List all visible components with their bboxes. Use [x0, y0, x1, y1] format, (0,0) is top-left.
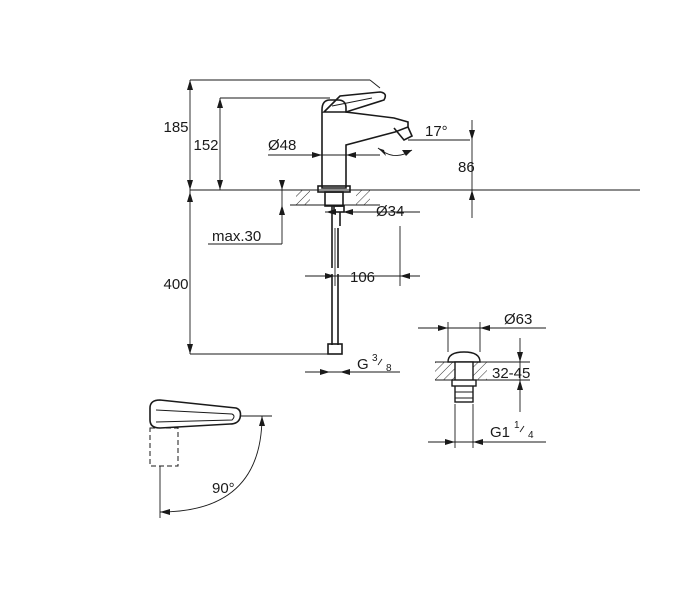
hose-connector — [327, 343, 343, 355]
rotation-arc — [159, 415, 263, 513]
frac-slash-g114 — [519, 425, 525, 433]
arrow-63-left — [438, 325, 448, 331]
arrow-g114-right — [473, 439, 483, 445]
label-63: Ø63 — [504, 311, 532, 328]
spout-dimensions: 17° 86 — [377, 120, 475, 218]
arrow-400-bottom — [187, 344, 193, 354]
label-g114-main: G1 — [490, 424, 510, 441]
arrow-63-right — [480, 325, 490, 331]
arrow-152-top — [217, 98, 223, 108]
waste-plug-cap — [447, 351, 481, 363]
arrow-g38-right — [340, 369, 350, 375]
ext-line-185-tip — [369, 79, 381, 89]
body-dimensions: Ø48 Ø34 106 G 3 8 — [268, 137, 420, 375]
label-17: 17° — [425, 123, 448, 140]
arrow-106-right — [400, 273, 410, 279]
arrow-max30-bottom — [279, 205, 285, 215]
arrow-34-right — [343, 209, 353, 215]
label-106: 106 — [350, 269, 375, 286]
arrow-max30-top — [279, 180, 285, 190]
faucet-lever — [322, 91, 387, 113]
label-g114-num: 1 — [514, 420, 520, 431]
body-top-outline — [149, 427, 179, 467]
label-400: 400 — [163, 276, 188, 293]
arrow-106-left — [325, 273, 335, 279]
arrow-86-bottom — [469, 190, 475, 200]
arrow-3245-top — [517, 352, 523, 362]
arrow-86-top — [469, 130, 475, 140]
lever-top-inner — [155, 409, 235, 423]
arrow-185-top — [187, 80, 193, 90]
arrow-185-bottom — [187, 180, 193, 190]
arrow-400-top — [187, 192, 193, 202]
arrow-17-left — [378, 148, 386, 156]
label-152: 152 — [193, 137, 218, 154]
arrow-48-left — [312, 152, 322, 158]
label-g114-den: 4 — [528, 430, 534, 441]
arrow-48-right — [346, 152, 356, 158]
arrow-34-left — [326, 209, 336, 215]
faucet-body — [321, 99, 409, 189]
arrow-17-right — [402, 150, 412, 156]
label-34: Ø34 — [376, 203, 404, 220]
arrow-rot-left — [160, 509, 170, 515]
label-90: 90° — [212, 480, 235, 497]
label-48: Ø48 — [268, 137, 296, 154]
lever-top-view — [149, 399, 242, 429]
arrow-g114-left — [445, 439, 455, 445]
frac-slash-g38 — [377, 358, 383, 366]
label-max30: max.30 — [212, 228, 261, 245]
arrow-rot-top — [259, 416, 265, 426]
label-3245: 32-45 — [492, 365, 530, 382]
rotation-view: 90° — [149, 399, 272, 518]
waste-detail: Ø63 32-45 G1 1 4 — [418, 311, 546, 448]
counter-hatch-right — [356, 190, 370, 205]
waste-nut — [451, 379, 477, 387]
aerator — [393, 126, 414, 141]
arrow-g38-left — [320, 369, 330, 375]
arrow-152-bottom — [217, 180, 223, 190]
label-86: 86 — [458, 159, 475, 176]
mounting-nut — [324, 191, 344, 207]
faucet-side-view — [190, 91, 640, 355]
vertical-dimensions: 185 152 400 max.30 — [163, 79, 381, 355]
arrow-3245-bottom — [517, 380, 523, 390]
lever-detail — [331, 97, 373, 107]
label-185: 185 — [163, 119, 188, 136]
counter-hatch-left — [296, 190, 310, 205]
label-g38-den: 8 — [386, 363, 392, 374]
label-g38-num: 3 — [372, 353, 378, 364]
label-g38-letter: G — [357, 356, 369, 373]
